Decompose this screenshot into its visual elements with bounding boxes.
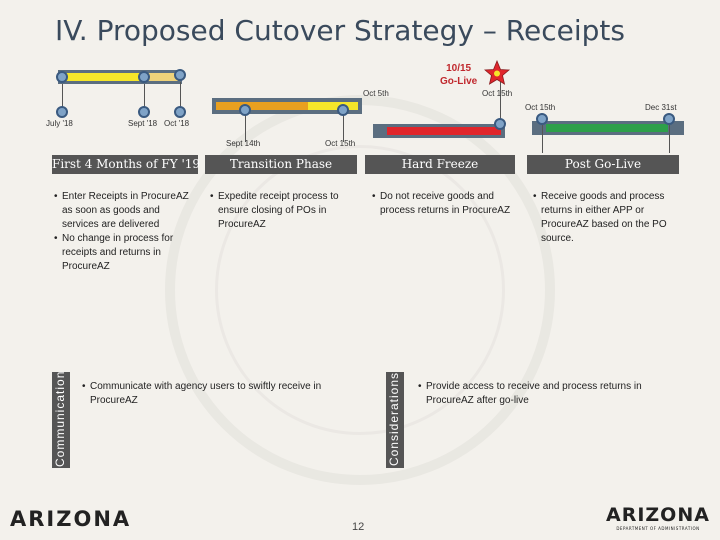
bullet-item: Provide access to receive and process re…	[418, 380, 678, 408]
milestone-dot	[174, 69, 186, 81]
label-oct15-mid: Oct 15th	[325, 139, 355, 148]
bullets-postlive: Receive goods and process returns in eit…	[533, 190, 677, 246]
considerations-label: Considerations	[386, 372, 404, 468]
milestone-dot	[239, 104, 251, 116]
page-number: 12	[352, 521, 364, 533]
considerations-bullets: Provide access to receive and process re…	[418, 380, 678, 408]
bullets-first4: Enter Receipts in ProcureAZ as soon as g…	[54, 190, 194, 274]
golive-label: 10/15 Go-Live	[440, 62, 477, 88]
bullet-item: Receive goods and process returns in eit…	[533, 190, 677, 246]
phase-header-freeze: Hard Freeze	[365, 155, 515, 174]
label-dec31: Dec 31st	[645, 103, 677, 112]
timeline-bar-postlive	[532, 121, 684, 135]
bullets-freeze: Do not receive goods and process returns…	[372, 190, 514, 218]
arizona-logo-left: ARIZONA	[10, 507, 131, 531]
bullet-item: Communicate with agency users to swiftly…	[82, 380, 352, 408]
timeline-bar-first4	[58, 70, 182, 84]
milestone-dot	[138, 106, 150, 118]
arizona-logo-right: ARIZONA DEPARTMENT OF ADMINISTRATION	[606, 504, 710, 531]
timeline-tick	[343, 114, 344, 142]
label-oct18: Oct '18	[164, 119, 189, 128]
milestone-dot	[56, 106, 68, 118]
timeline-tick	[669, 125, 670, 153]
bullets-transition: Expedite receipt process to ensure closi…	[210, 190, 356, 232]
star-icon	[484, 60, 510, 86]
label-oct15-top: Oct 15th	[482, 89, 512, 98]
timeline-bar-freeze	[373, 124, 505, 138]
page-title: IV. Proposed Cutover Strategy – Receipts	[55, 14, 625, 47]
phase-header-transition: Transition Phase	[205, 155, 357, 174]
phase-header-first4: First 4 Months of FY '19	[52, 155, 198, 174]
label-oct15-right: Oct 15th	[525, 103, 555, 112]
milestone-dot	[337, 104, 349, 116]
bullet-item: No change in process for receipts and re…	[54, 232, 194, 274]
milestone-dot	[663, 113, 675, 125]
milestone-dot	[174, 106, 186, 118]
communication-bullets: Communicate with agency users to swiftly…	[82, 380, 352, 408]
bullet-item: Expedite receipt process to ensure closi…	[210, 190, 356, 232]
communication-label: Communication	[52, 372, 70, 468]
milestone-dot	[138, 71, 150, 83]
label-sept18: Sept '18	[128, 119, 157, 128]
phase-header-postlive: Post Go-Live	[527, 155, 679, 174]
label-july18: July '18	[46, 119, 73, 128]
label-oct5: Oct 5th	[363, 89, 389, 98]
milestone-dot	[536, 113, 548, 125]
timeline-tick	[542, 125, 543, 153]
milestone-dot	[494, 118, 506, 130]
label-sept14: Sept 14th	[226, 139, 260, 148]
milestone-dot	[56, 71, 68, 83]
bullet-item: Do not receive goods and process returns…	[372, 190, 514, 218]
timeline-tick	[245, 114, 246, 142]
bullet-item: Enter Receipts in ProcureAZ as soon as g…	[54, 190, 194, 232]
